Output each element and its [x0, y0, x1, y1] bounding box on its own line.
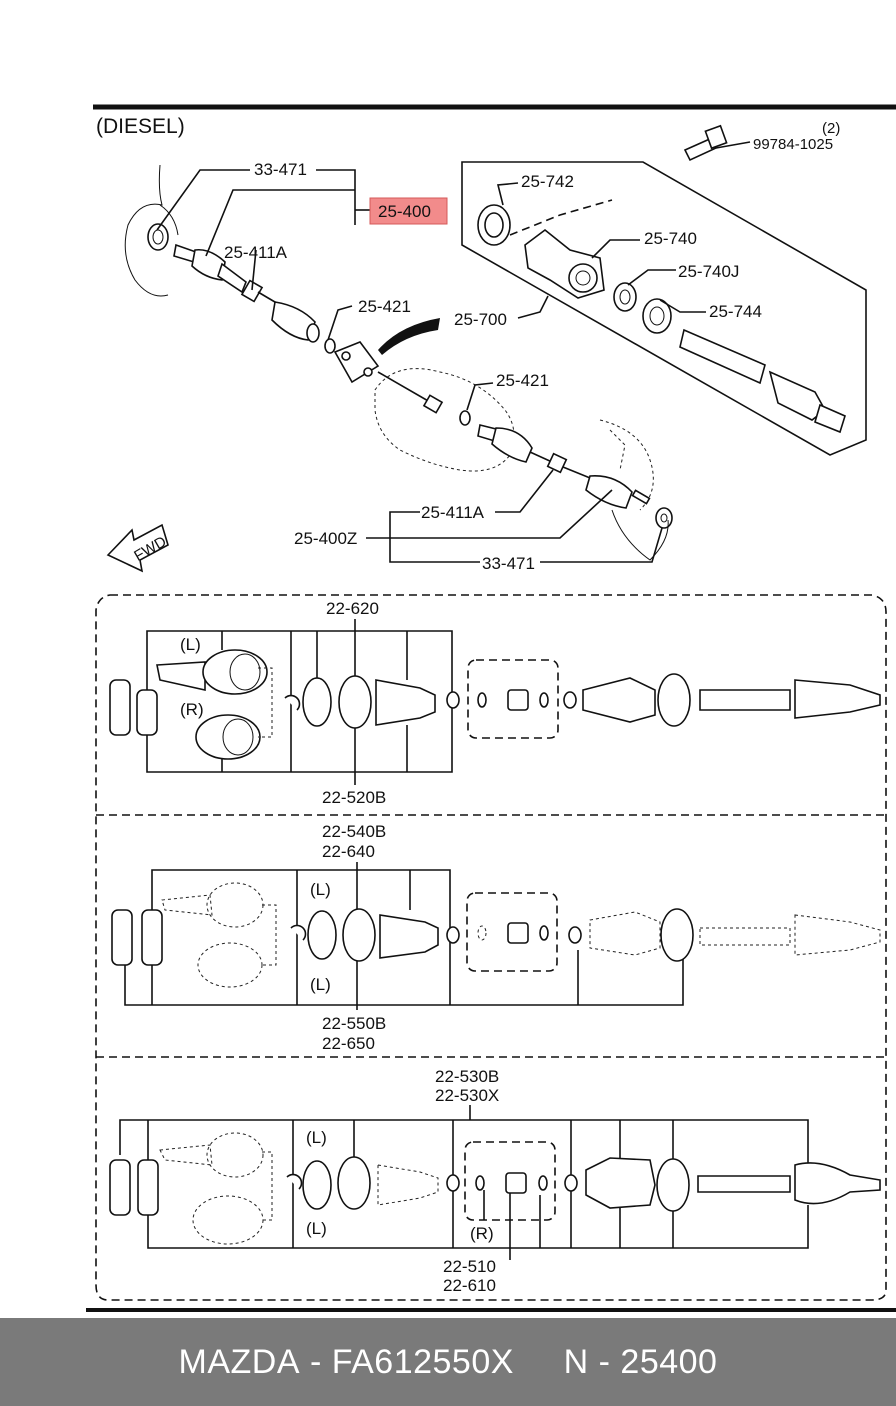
boot-band-right-label: 33-471: [482, 554, 535, 573]
panel2-tag-bottom: (L): [310, 975, 331, 994]
exploded-drive-shaft-diagram: (DIESEL): [86, 104, 896, 1312]
panel2-top-label-1: 22-540B: [322, 822, 386, 841]
panels-outline: [95, 594, 887, 1301]
boot-band-left-label: 33-471: [254, 160, 307, 179]
snap-ring-left-label: 25-421: [358, 297, 411, 316]
panel3-bottom-label-2: 22-610: [443, 1276, 496, 1295]
panel-1: (L) (R) 22-620 22-520B: [109, 599, 881, 807]
direction-wedge: [378, 318, 440, 355]
panel3-tag-r: (R): [470, 1224, 494, 1243]
panel2-bottom-label-1: 22-550B: [322, 1014, 386, 1033]
joint-shaft-kit-box: [461, 161, 867, 456]
highlight-25-400: [369, 197, 448, 225]
bracket-label: 25-740: [644, 229, 697, 248]
footer-bar: MAZDA - FA612550X N - 25400: [0, 1318, 896, 1406]
snap-ring-right-label: 25-421: [496, 371, 549, 390]
panel3-bottom-label-1: 22-510: [443, 1257, 496, 1276]
section-title: (DIESEL): [96, 115, 185, 138]
footer-gap: [514, 1343, 564, 1382]
panel3-top-label-1: 22-530B: [435, 1067, 499, 1086]
footer-part-number: FA612550X: [331, 1342, 514, 1381]
shaft-assy-label: 25-400: [378, 202, 431, 221]
snap-ring-left: [324, 338, 336, 354]
transmission-outline: [374, 368, 654, 511]
joint-shaft-label: 25-700: [454, 310, 507, 329]
panel3-tag-top: (L): [306, 1128, 327, 1147]
footer-brand: MAZDA: [178, 1342, 300, 1381]
footer-sep-1: -: [300, 1342, 332, 1381]
panel3-tag-bottom: (L): [306, 1219, 327, 1238]
snap-ring-right: [459, 410, 471, 426]
panel2-top-label-2: 22-640: [322, 842, 375, 861]
bolt-label: 99784-1025: [753, 136, 833, 153]
leader-lines-top: [156, 141, 751, 563]
joint-right-label: 25-411A: [421, 503, 485, 522]
left-drive-shaft: [173, 243, 320, 343]
panel3-top-label-2: 22-530X: [435, 1086, 499, 1105]
fwd-arrow: FWD: [106, 523, 169, 573]
center-joint: [333, 341, 444, 414]
left-hub-sketch: [124, 164, 179, 297]
panel2-tag-top: (L): [310, 880, 331, 899]
bolt: [683, 124, 728, 162]
joint-left-label: 25-411A: [224, 243, 288, 262]
seal-label: 25-742: [521, 172, 574, 191]
spacer-label: 25-744: [709, 302, 762, 321]
shaft-assy-z-label: 25-400Z: [294, 529, 357, 548]
footer-ref: N - 25400: [563, 1342, 718, 1381]
panel-2: (L) (L) 22-540B 22-640 22-550B 22-650: [111, 822, 881, 1053]
panel-3: (L) (L) (R) 22-530B 22-530X 22-510 22-61…: [109, 1067, 881, 1295]
panel2-bottom-label-2: 22-650: [322, 1034, 375, 1053]
panel1-bottom-label: 22-520B: [322, 788, 386, 807]
bearing-label: 25-740J: [678, 262, 739, 281]
bolt-qty-label: (2): [822, 120, 840, 137]
panel1-top-label: 22-620: [326, 599, 379, 618]
panel1-right-tag: (R): [180, 700, 204, 719]
panel1-left-tag: (L): [180, 635, 201, 654]
